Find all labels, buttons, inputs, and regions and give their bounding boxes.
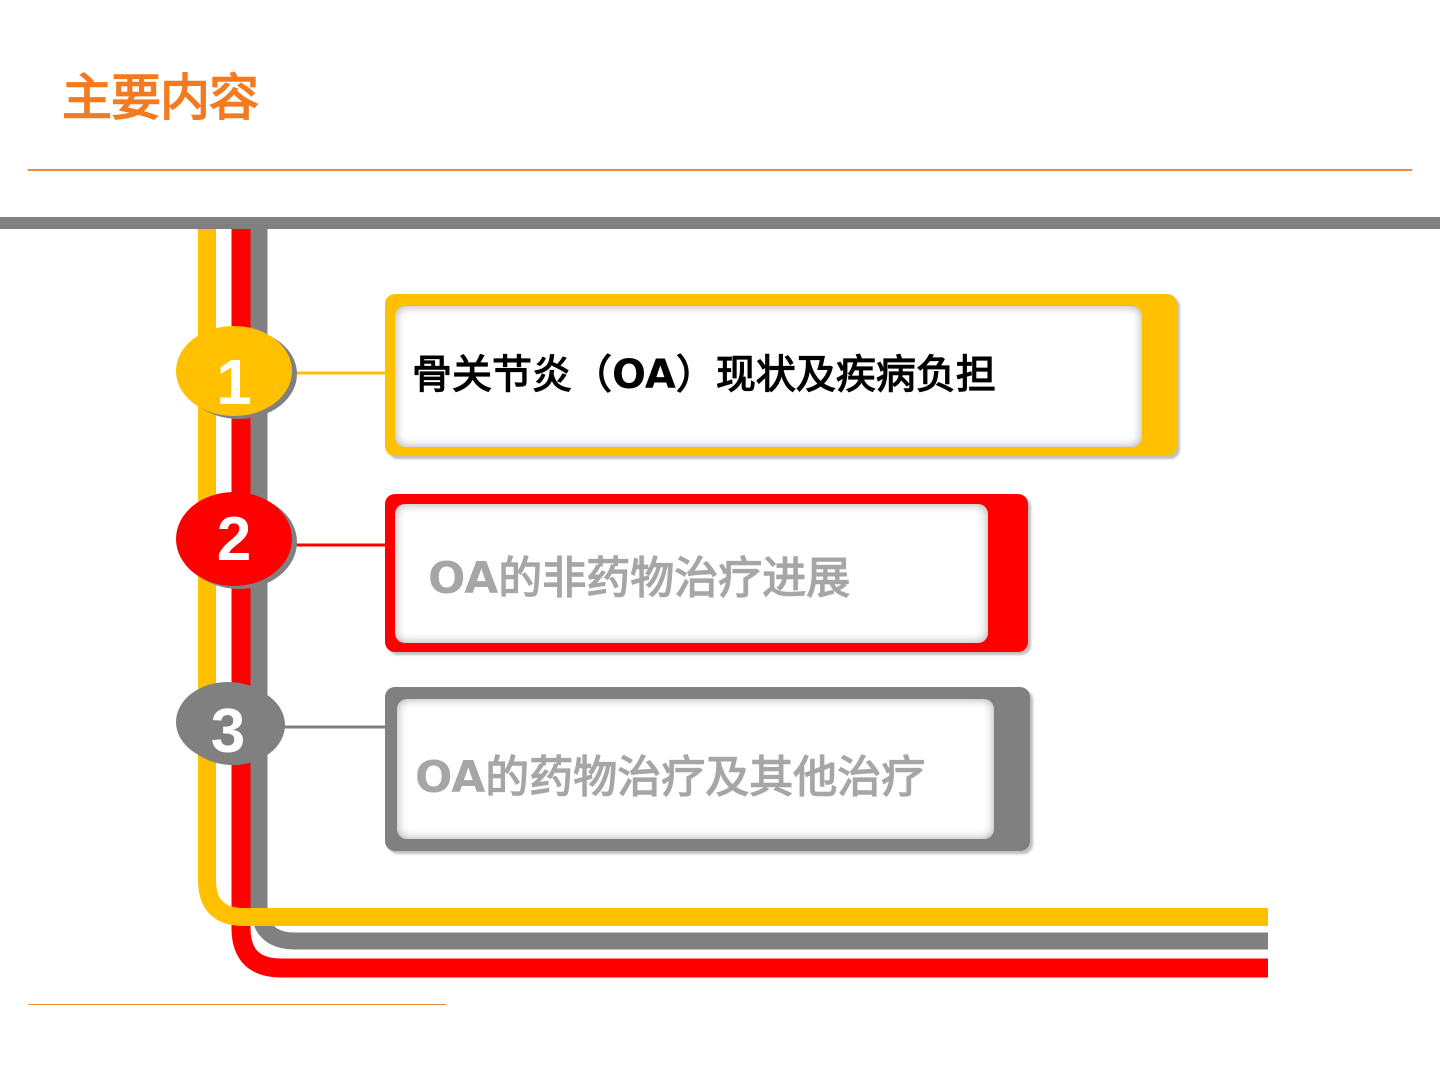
- menu-item-1-label: 骨关节炎（OA）现状及疾病负担: [412, 351, 996, 398]
- menu-item-1[interactable]: 骨关节炎（OA）现状及疾病负担: [385, 294, 1177, 456]
- slide-title: 主要内容: [62, 69, 259, 127]
- step-number-1: 1: [176, 326, 292, 418]
- title-divider: [28, 169, 1412, 171]
- gray-track: [250, 229, 1268, 950]
- footer-divider: [28, 1004, 446, 1005]
- menu-item-3-label: OA的药物治疗及其他治疗: [415, 752, 926, 803]
- step-number-3: 3: [176, 682, 280, 766]
- red-track: [231, 229, 1268, 978]
- top-gray-bar: [0, 217, 1440, 229]
- menu-item-2-label: OA的非药物治疗进展: [428, 552, 851, 604]
- step-number-2: 2: [176, 492, 292, 586]
- menu-item-2[interactable]: OA的非药物治疗进展: [385, 494, 1028, 652]
- yellow-track: [198, 229, 1268, 926]
- menu-item-3[interactable]: OA的药物治疗及其他治疗: [385, 687, 1030, 851]
